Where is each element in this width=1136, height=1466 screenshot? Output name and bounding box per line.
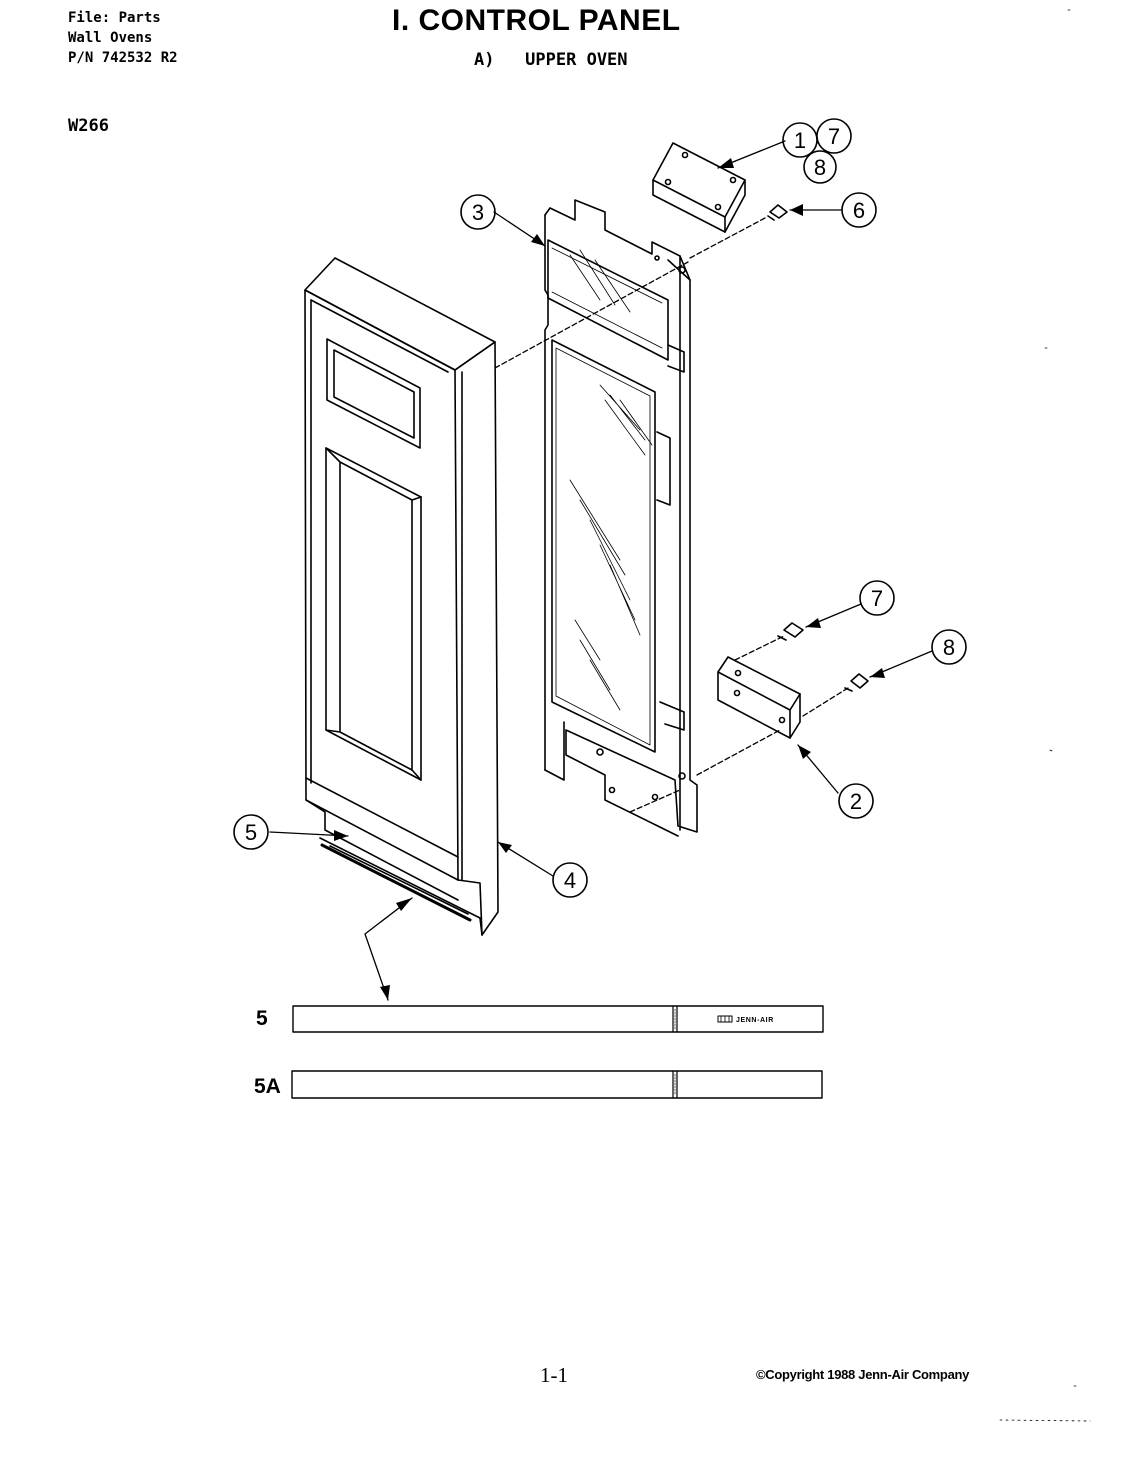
category-line: Wall Ovens (68, 30, 153, 46)
svg-text:7: 7 (871, 586, 883, 611)
page-title: I. CONTROL PANEL (392, 4, 681, 37)
callout-7-top: 7 (816, 118, 852, 154)
svg-text:6: 6 (853, 198, 865, 223)
svg-text:5: 5 (245, 820, 257, 845)
model-number: W266 (68, 116, 109, 136)
callout-8-top: 8 (803, 150, 837, 184)
svg-text:4: 4 (564, 868, 576, 893)
strip-5-label: 5 (256, 1007, 268, 1030)
screw-6 (767, 204, 788, 221)
copyright-notice: ©Copyright 1988 Jenn-Air Company (756, 1367, 970, 1382)
file-line: File: Parts (68, 10, 161, 26)
leader-arrowheads (334, 158, 885, 1000)
page-number: 1-1 (540, 1363, 568, 1387)
svg-text:7: 7 (828, 124, 840, 149)
screw-7 (777, 622, 804, 641)
callout-5: 5 (233, 814, 269, 850)
svg-text:2: 2 (850, 789, 862, 814)
callout-3: 3 (460, 194, 496, 230)
page-subtitle: A) UPPER OVEN (474, 50, 628, 70)
scan-marks (999, 9, 1091, 1422)
svg-text:3: 3 (472, 200, 484, 225)
svg-text:8: 8 (814, 155, 826, 180)
top-mounting-bracket (652, 142, 746, 233)
svg-text:8: 8 (943, 635, 955, 660)
strip-5: 5 JENN-AIR (256, 1005, 824, 1033)
strip-5a-label: 5A (254, 1075, 281, 1098)
leader-lines (269, 140, 933, 1001)
callout-1: 1 (782, 122, 818, 158)
callout-7: 7 (859, 580, 895, 616)
callout-2: 2 (838, 783, 874, 819)
back-glass-panel (544, 199, 698, 837)
file-info-block: File: Parts Wall Ovens P/N 742532 R2 (68, 8, 178, 68)
strip-5-brand-text: JENN-AIR (736, 1017, 774, 1024)
callout-4: 4 (552, 862, 588, 898)
callout-8: 8 (931, 629, 967, 665)
control-panel-frame (304, 257, 499, 936)
part-number-line: P/N 742532 R2 (68, 50, 178, 66)
lower-mounting-bracket (717, 656, 801, 739)
strip-5a: 5A (254, 1070, 823, 1099)
svg-text:1: 1 (794, 128, 806, 153)
callout-6: 6 (841, 192, 877, 228)
